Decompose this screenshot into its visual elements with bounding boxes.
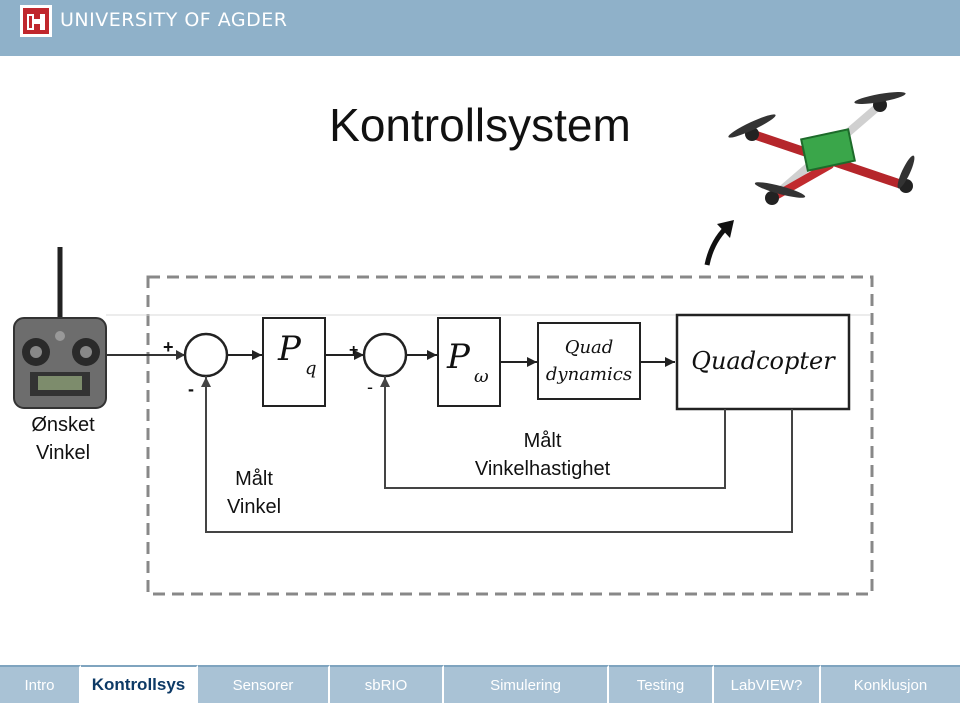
tab-labview[interactable]: LabVIEW?	[714, 665, 821, 703]
system-boundary	[146, 275, 874, 596]
tab-simulering[interactable]: Simulering	[444, 665, 609, 703]
label-malt-vinkel-line2: Vinkel	[226, 496, 282, 518]
block-dynamics-line2: dynamics	[546, 364, 632, 385]
label-malt-vinkel: Målt Vinkel	[210, 465, 298, 521]
sum-junction-2	[362, 332, 408, 378]
sum-junction-1	[183, 332, 229, 378]
block-quad-dynamics	[537, 322, 641, 400]
university-name: UNIVERSITY OF AGDER	[60, 9, 288, 31]
tab-simulering-label: Simulering	[490, 676, 561, 694]
tab-intro-label: Intro	[24, 676, 55, 694]
sum1-minus: -	[188, 379, 194, 399]
tab-testing-label: Testing	[636, 676, 685, 694]
quadcopter-drone-icon	[728, 92, 915, 205]
block-pq-subscript: q	[305, 358, 317, 379]
header-bar: UNIVERSITY OF AGDER	[0, 0, 960, 56]
block-pq-symbol: P	[277, 329, 302, 369]
tab-kontrollsys[interactable]: Kontrollsys	[81, 665, 198, 703]
label-onsket-vinkel: Ønsket Vinkel	[20, 411, 106, 467]
block-pw-symbol: P	[446, 337, 471, 377]
sum1-plus: +	[163, 337, 174, 357]
block-pq	[262, 317, 326, 407]
university-logo-icon	[20, 5, 52, 37]
tab-intro[interactable]: Intro	[0, 665, 81, 703]
label-malt-hast-line2: Vinkelhastighet	[474, 458, 611, 480]
tab-sbrio-label: sbRIO	[364, 676, 408, 694]
label-malt-vinkel-line1: Målt	[235, 468, 273, 490]
label-onsket-line1: Ønsket	[31, 414, 95, 436]
sum2-plus: +	[349, 342, 358, 359]
tab-sbrio[interactable]: sbRIO	[330, 665, 444, 703]
tab-kontrollsys-label: Kontrollsys	[91, 675, 186, 694]
tab-sensorer-label: Sensorer	[232, 676, 294, 694]
tab-labview-label: LabVIEW?	[730, 676, 803, 694]
label-malt-hast-line1: Målt	[523, 430, 562, 452]
block-dynamics-line1: Quad	[565, 337, 614, 358]
tab-konklusjon-label: Konklusjon	[853, 676, 928, 694]
footer-nav: Intro Kontrollsys Sensorer sbRIO Simuler…	[0, 665, 960, 705]
tab-sensorer[interactable]: Sensorer	[198, 665, 330, 703]
block-pw-subscript: ω	[474, 366, 489, 387]
control-diagram: P q P ω Quad dynamics Quadcopter + - + -	[13, 92, 915, 596]
label-malt-vinkelhastighet: Målt Vinkelhastighet	[440, 427, 645, 483]
tab-konklusjon[interactable]: Konklusjon	[821, 665, 960, 703]
block-quadcopter-label: Quadcopter	[691, 347, 836, 375]
slide-title: Kontrollsystem	[329, 99, 631, 151]
sum2-minus: -	[367, 377, 373, 397]
tab-testing[interactable]: Testing	[609, 665, 714, 703]
label-onsket-line2: Vinkel	[35, 442, 91, 464]
block-quadcopter	[675, 313, 851, 411]
block-pw	[437, 317, 501, 407]
remote-controller-icon	[13, 247, 107, 409]
